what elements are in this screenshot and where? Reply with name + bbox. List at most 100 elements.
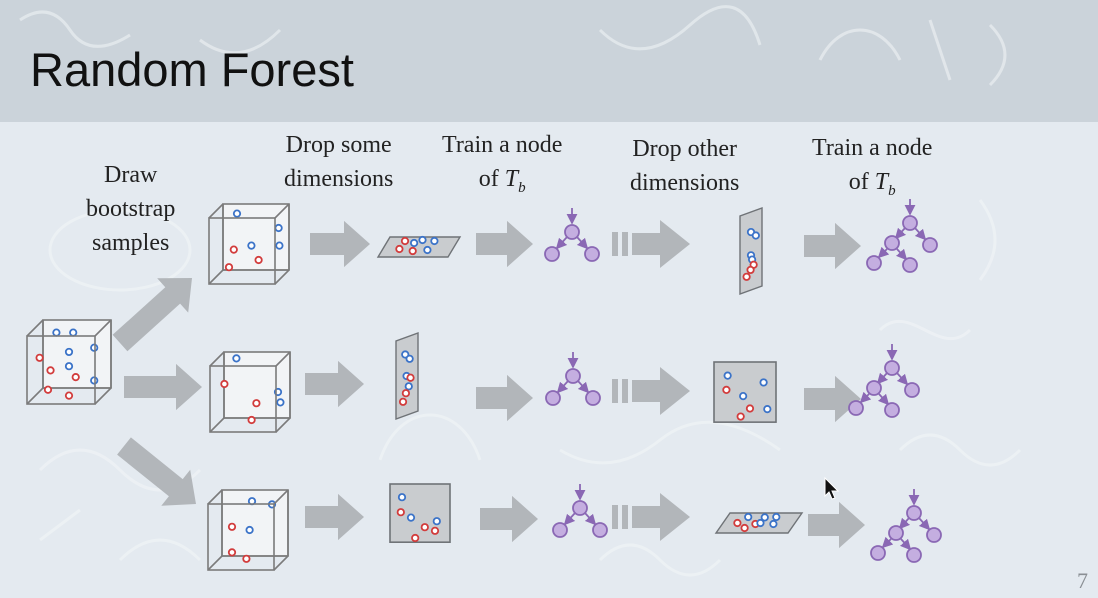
label-draw-line3: samples [92, 230, 170, 256]
title-band [0, 0, 1098, 122]
data-point-blue [232, 354, 241, 363]
data-point-blue [418, 235, 427, 245]
tree-edge [914, 227, 927, 241]
data-point-blue [90, 376, 99, 385]
tree-edge [584, 512, 597, 526]
data-point-red [227, 522, 237, 531]
tree-inner-node [888, 525, 904, 541]
cube-edge [273, 489, 289, 505]
tree-row2-first [545, 352, 601, 406]
data-point-red [229, 245, 238, 254]
data-point-red [406, 373, 415, 382]
tree-edge [881, 536, 894, 549]
arrow-row2-next [612, 367, 690, 415]
arrow-bar [622, 232, 628, 256]
data-point-blue [275, 241, 284, 250]
data-point-blue [64, 347, 74, 357]
data-point-red [395, 244, 404, 254]
arrow-row2-drop [305, 360, 364, 408]
tree-inner-node [866, 380, 882, 396]
tree-leaf-node [922, 237, 938, 253]
tree-leaf-node [902, 257, 918, 273]
tree-row2-second [848, 344, 920, 418]
tree-edge [877, 246, 890, 259]
data-point-blue [404, 382, 413, 391]
data-point-red [408, 246, 417, 256]
tree-edge [896, 372, 909, 386]
data-point-red [420, 523, 429, 532]
tree-edge [563, 512, 576, 526]
projection-plane [739, 207, 763, 295]
arrow-bar [612, 505, 618, 529]
arrow-row2-train [476, 374, 533, 422]
tree-leaf-node [926, 527, 942, 543]
tree-root-node [564, 224, 580, 240]
arrow-head [632, 367, 690, 415]
tree-edge [576, 236, 589, 250]
tree-leaf-node [866, 255, 882, 271]
tree-root-node [565, 368, 581, 384]
data-point-red [252, 399, 261, 408]
cube-edge [208, 269, 224, 285]
cube-front-face [26, 335, 96, 405]
cube-edge [94, 387, 112, 405]
tree-row3-second [870, 489, 942, 563]
arrow-row1-train2 [804, 222, 861, 270]
data-point-red [400, 236, 410, 246]
cube-front-face [207, 503, 275, 571]
data-point-red [254, 255, 263, 265]
data-point-red [224, 263, 234, 272]
plane-row2-first [395, 332, 419, 420]
label-drop-some-line1: Drop some [285, 132, 392, 158]
data-point-red [227, 548, 237, 557]
mouse-cursor-icon [824, 476, 840, 500]
label-train-2-line1: Train a node [812, 135, 933, 161]
data-point-blue [751, 231, 760, 240]
plane-row2-second [713, 361, 777, 423]
data-point-red [398, 397, 408, 406]
arrow-row1-next [612, 220, 690, 268]
data-point-blue [759, 378, 768, 387]
arrow-row3-train [480, 495, 538, 543]
data-point-red [35, 353, 44, 362]
label-train-2-line2: of Tb [848, 169, 896, 199]
data-point-blue [397, 493, 407, 502]
tree-row3-first [552, 484, 608, 538]
bootstrap-cube-row1 [208, 203, 290, 285]
data-point-blue [276, 398, 285, 407]
cube-edge [207, 489, 223, 505]
tree-row1-first [544, 208, 600, 262]
label-train-node-1: Train a node of Tb [442, 128, 562, 205]
plane-row3-first [389, 483, 451, 544]
data-point-red [733, 518, 742, 528]
data-point-red [430, 526, 440, 535]
data-point-red [64, 391, 74, 400]
tree-leaf-node [884, 402, 900, 418]
label-drop-other-line1: Drop other [632, 136, 737, 162]
arrow-row2-train2 [804, 375, 861, 423]
tree-edge [899, 538, 912, 551]
data-point-blue [52, 328, 61, 337]
bootstrap-cube-row3 [207, 489, 289, 571]
cube-edge [275, 417, 291, 433]
data-point-blue [430, 236, 439, 246]
tree-edge [555, 236, 568, 250]
tree-edge [894, 227, 907, 240]
data-point-red [740, 523, 749, 533]
data-point-blue [409, 238, 419, 248]
tree-root-node [572, 500, 588, 516]
tree-leaf-node [585, 390, 601, 406]
data-point-blue [756, 518, 765, 528]
data-point-red [746, 265, 755, 275]
data-point-red [43, 385, 53, 394]
label-draw-bootstrap: Draw bootstrap samples [86, 158, 175, 260]
plane-row1-second [739, 207, 763, 295]
data-point-red [745, 404, 755, 413]
arrow-row3-next [612, 493, 690, 541]
arrow-bootstrap-top [112, 278, 192, 352]
cube-edge [26, 387, 44, 405]
cube-edge [275, 351, 291, 367]
label-train-node-2: Train a node of Tb [812, 131, 932, 208]
data-point-blue [406, 513, 416, 522]
